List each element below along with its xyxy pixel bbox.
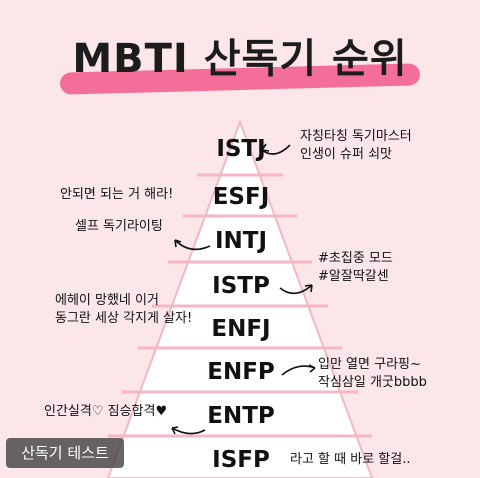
arrow-icon bbox=[174, 239, 182, 248]
pyramid-shape bbox=[106, 119, 374, 478]
mbti-type-rank-6: ENFP bbox=[207, 359, 275, 385]
note-rank-3: 셀프 독기라이팅 bbox=[75, 219, 163, 234]
arrow-icon bbox=[171, 426, 179, 435]
mbti-type-rank-2: ESFJ bbox=[212, 184, 270, 210]
arrow-icon bbox=[171, 427, 206, 435]
arrow-icon bbox=[261, 144, 291, 155]
note-rank-8: 라고 할 때 바로 할걸.. bbox=[290, 452, 411, 467]
mbti-type-rank-3: INTJ bbox=[214, 228, 268, 254]
note-rank-2: 안되면 되는 거 해라! bbox=[60, 187, 174, 202]
arrow-icon bbox=[279, 284, 313, 295]
note-rank-6: 입만 열면 구라핑~ 작심삼일 개굿bbbb bbox=[318, 357, 427, 390]
arrow-icon bbox=[308, 364, 316, 373]
mbti-type-rank-4: ISTP bbox=[212, 273, 270, 299]
note-rank-1: 자칭타칭 독기마스터 인생이 슈퍼 쇠맛 bbox=[300, 129, 412, 162]
note-rank-4: #초집중 모드 #알잘딱갈센 bbox=[318, 251, 393, 284]
test-badge[interactable]: 산독기 테스트 bbox=[6, 438, 124, 468]
note-rank-7: 인간실격♡ 짐승합격♥ bbox=[44, 404, 168, 419]
page-title: MBTI 산독기 순위 bbox=[72, 36, 408, 82]
note-rank-5: 에헤이 망했네 이거 동그란 세상 각지게 살자! bbox=[55, 293, 193, 326]
mbti-type-rank-1: ISTJ bbox=[216, 136, 266, 162]
mbti-type-rank-5: ENFJ bbox=[211, 316, 271, 342]
arrow-icon bbox=[174, 239, 211, 251]
title-area: MBTI 산독기 순위 bbox=[0, 20, 480, 95]
mbti-type-rank-7: ENTP bbox=[207, 403, 275, 429]
arrow-icon bbox=[261, 143, 270, 152]
mbti-type-rank-8: ISFP bbox=[212, 447, 270, 473]
arrow-icon bbox=[304, 284, 313, 293]
